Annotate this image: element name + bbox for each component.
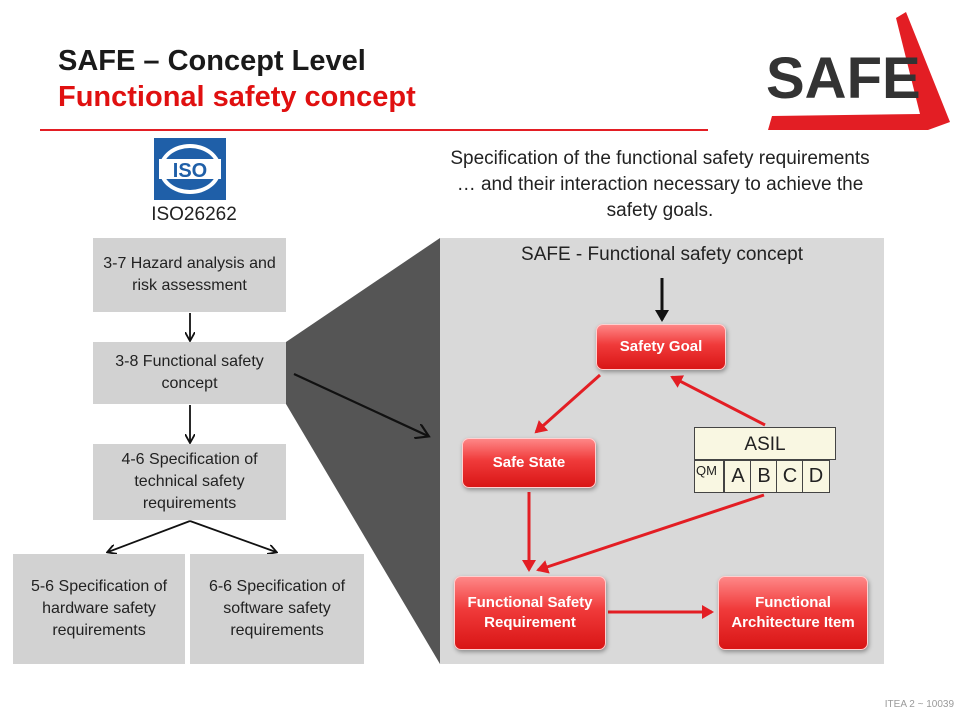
process-box-functional-safety-concept: 3-8 Functional safety concept [93,342,286,404]
arrow-tsr-to-sw [189,520,276,552]
safe-state-node: Safe State [462,438,596,488]
asil-table: ASIL QM A B C D [694,427,836,493]
slide-title: SAFE – Concept Level [58,45,366,77]
asil-level-b: B [750,460,778,493]
process-box-hazard-analysis: 3-7 Hazard analysis and risk assessment [93,238,286,312]
asil-level-c: C [776,460,804,493]
asil-level-a: A [724,460,752,493]
functional-architecture-item-node: Functional Architecture Item [718,576,868,650]
safe-logo-text: SAFE [766,46,921,111]
iso-logo-icon: ISO [154,138,226,200]
arrow-tsr-to-hw [108,520,191,552]
title-divider [40,129,708,131]
panel-title: SAFE - Functional safety concept [521,244,803,265]
safety-goal-node: Safety Goal [596,324,726,370]
arrow-to-panel [293,373,428,436]
iso-caption: ISO26262 [151,204,237,225]
process-box-software-safety-requirements: 6-6 Specification of software safety req… [190,554,364,664]
functional-safety-requirement-node: Functional Safety Requirement [454,576,606,650]
asil-level-d: D [802,460,830,493]
asil-header: ASIL [694,427,836,460]
process-box-hardware-safety-requirements: 5-6 Specification of hardware safety req… [13,554,185,664]
zoom-funnel [286,238,440,664]
arrow-goal-to-safe-state [534,373,601,434]
arrow-asil-to-fsr [536,493,765,574]
slide-subtitle: Functional safety concept [58,81,416,113]
asil-level-qm: QM [694,460,724,493]
intro-text: Specification of the functional safety r… [450,148,870,221]
arrow-asil-to-goal [670,375,766,427]
safe-logo: SAFE [766,12,950,130]
iso-logo-text: ISO [173,160,207,182]
footer-text: ITEA 2 ~ 10039 [884,699,954,710]
process-box-technical-safety-requirements: 4-6 Specification of technical safety re… [93,444,286,520]
